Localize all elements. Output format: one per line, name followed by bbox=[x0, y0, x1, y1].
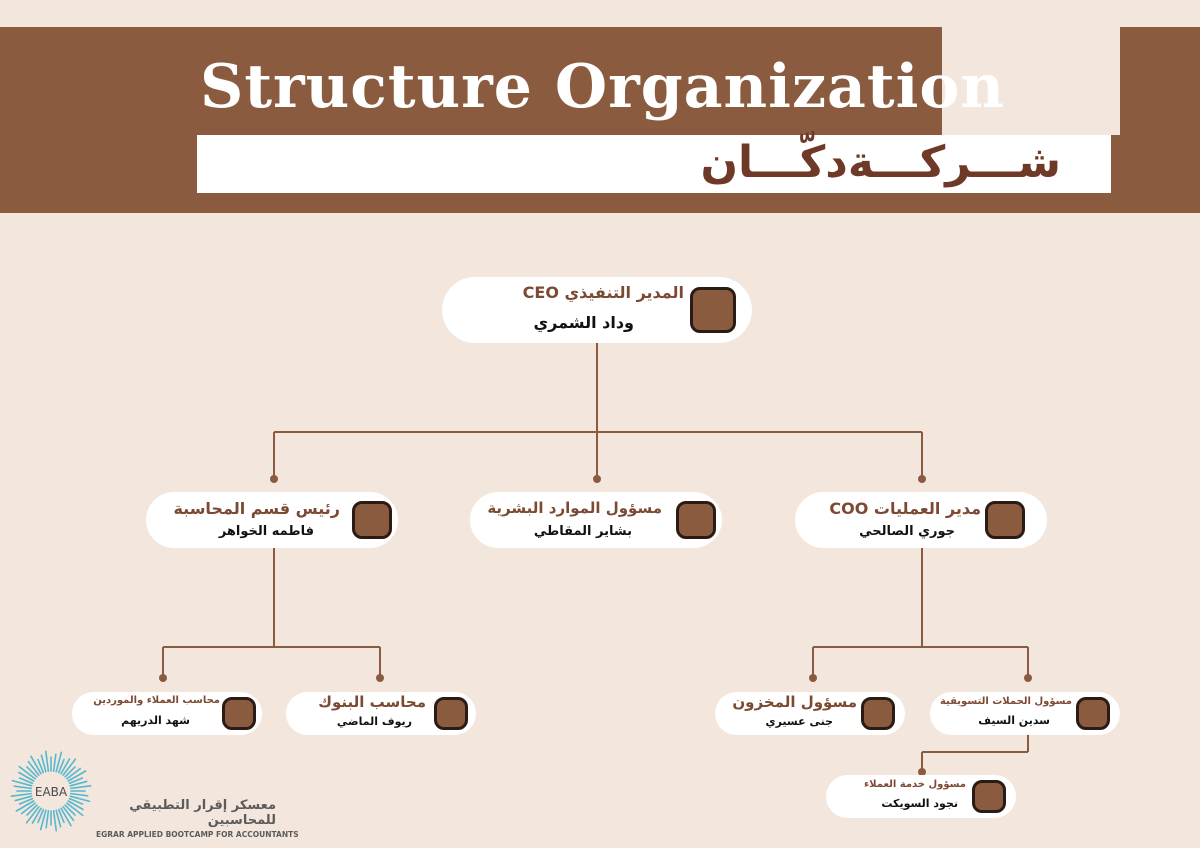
logo-ray bbox=[69, 780, 88, 787]
logo-ray bbox=[55, 751, 63, 773]
node-role: مسؤول الحملات التسويقية bbox=[939, 696, 1072, 707]
node-person-name: بشاير المقاطي bbox=[533, 524, 632, 539]
node-person-name: ريوف الماضي bbox=[336, 715, 412, 728]
org-node-coo[interactable]: مدير العمليات COO جوري الصالحي bbox=[795, 492, 1047, 548]
org-node-bank-accountant[interactable]: محاسب البنوك ريوف الماضي bbox=[286, 692, 476, 735]
logo-ray bbox=[26, 766, 38, 778]
node-person-name: جنى عسيري bbox=[765, 715, 834, 728]
avatar-placeholder bbox=[434, 697, 468, 730]
logo-ray bbox=[64, 766, 76, 778]
logo-ray bbox=[31, 807, 42, 824]
org-node-customers-accountant[interactable]: محاسب العملاء والموردين شهد الدريهم bbox=[72, 692, 262, 735]
connector-dot bbox=[918, 768, 926, 776]
avatar-placeholder bbox=[222, 697, 256, 730]
logo-ray bbox=[37, 758, 45, 774]
company-name: شـــركـــةدكّـــان bbox=[700, 137, 1061, 188]
org-node-accounting-head[interactable]: رئيس قسم المحاسبة فاطمه الخواهر bbox=[146, 492, 398, 548]
connector-dot bbox=[593, 475, 601, 483]
logo-ray bbox=[37, 808, 45, 824]
logo-english: EGRAR APPLIED BOOTCAMP FOR ACCOUNTANTS bbox=[96, 830, 299, 839]
page-title: Structure Organization bbox=[200, 52, 1006, 122]
connector-dot bbox=[159, 674, 167, 682]
connector-dot bbox=[270, 475, 278, 483]
logo-ray bbox=[68, 797, 84, 805]
node-person-name: جوري الصالحي bbox=[859, 524, 955, 539]
connector-dot bbox=[376, 674, 384, 682]
node-role: محاسب البنوك bbox=[318, 693, 426, 711]
node-role: مسؤول المخزون bbox=[732, 693, 857, 711]
avatar-placeholder bbox=[352, 501, 392, 539]
eaba-logo-mark: EABA bbox=[10, 750, 92, 832]
logo-ray bbox=[15, 800, 35, 812]
logo-ray bbox=[69, 795, 91, 803]
logo-ray bbox=[64, 804, 76, 816]
org-node-marketing[interactable]: مسؤول الحملات التسويقية سدين السيف bbox=[930, 692, 1120, 735]
org-node-hr[interactable]: مسؤول الموارد البشرية بشاير المقاطي bbox=[470, 492, 722, 548]
logo-ray bbox=[30, 755, 42, 775]
logo-ray bbox=[60, 758, 71, 775]
logo-ray bbox=[45, 810, 50, 829]
logo-text: معسكر إقرار التطبيقي للمحاسبين EGRAR APP… bbox=[96, 798, 299, 839]
avatar-placeholder bbox=[972, 780, 1006, 813]
node-role: مدير العمليات COO bbox=[829, 499, 981, 518]
header-notch bbox=[942, 27, 1120, 135]
logo-ray bbox=[20, 802, 36, 815]
logo-ray bbox=[44, 750, 50, 772]
logo-ray bbox=[26, 804, 38, 816]
avatar-placeholder bbox=[690, 287, 736, 333]
logo-ray bbox=[18, 797, 34, 805]
logo-ray bbox=[27, 760, 40, 776]
logo-ray bbox=[13, 785, 32, 790]
logo-ray bbox=[18, 777, 34, 785]
node-person-name: سدين السيف bbox=[978, 714, 1050, 727]
logo-ray bbox=[62, 806, 75, 822]
logo-ray bbox=[57, 808, 65, 824]
connector-dot bbox=[918, 475, 926, 483]
node-role: مسؤول خدمة العملاء bbox=[864, 779, 966, 790]
company-name-box: شـــركـــةدكّـــان bbox=[197, 135, 1111, 193]
logo-ray bbox=[67, 770, 87, 782]
logo-ray bbox=[66, 767, 82, 780]
logo-ray bbox=[60, 807, 72, 827]
logo-ray bbox=[52, 810, 58, 832]
logo-ray bbox=[40, 754, 47, 773]
logo-ray bbox=[39, 809, 47, 831]
logo-ray bbox=[70, 792, 89, 797]
avatar-placeholder bbox=[985, 501, 1025, 539]
logo-ray bbox=[25, 806, 40, 824]
org-node-ceo[interactable]: المدير التنفيذي CEO وداد الشمري bbox=[442, 277, 752, 343]
connector-dot bbox=[809, 674, 817, 682]
node-role: المدير التنفيذي CEO bbox=[522, 283, 684, 302]
avatar-placeholder bbox=[861, 697, 895, 730]
logo-ray bbox=[10, 792, 32, 798]
logo-mark-text: EABA bbox=[35, 785, 68, 799]
logo-ray bbox=[57, 758, 65, 774]
logo-ray bbox=[66, 802, 84, 817]
logo-ray bbox=[55, 809, 62, 828]
org-node-customer-service[interactable]: مسؤول خدمة العملاء نجود السويكت bbox=[826, 775, 1016, 818]
logo-ray bbox=[18, 765, 36, 780]
connector-dot bbox=[1024, 674, 1032, 682]
avatar-placeholder bbox=[1076, 697, 1110, 730]
logo-ray bbox=[67, 800, 84, 811]
node-person-name: شهد الدريهم bbox=[121, 714, 190, 727]
logo-ray bbox=[14, 795, 33, 802]
logo-ray bbox=[70, 784, 92, 790]
node-role: مسؤول الموارد البشرية bbox=[487, 499, 662, 517]
node-person-name: نجود السويكت bbox=[881, 797, 958, 810]
node-person-name: وداد الشمري bbox=[533, 313, 634, 332]
logo-ray bbox=[11, 779, 33, 787]
node-role: محاسب العملاء والموردين bbox=[93, 695, 220, 706]
logo-ray bbox=[18, 771, 35, 782]
avatar-placeholder bbox=[676, 501, 716, 539]
org-node-warehouse[interactable]: مسؤول المخزون جنى عسيري bbox=[715, 692, 905, 735]
node-role: رئيس قسم المحاسبة bbox=[173, 499, 340, 518]
logo-ray bbox=[52, 753, 57, 772]
logo-ray bbox=[68, 777, 84, 785]
logo-ray bbox=[62, 758, 77, 776]
logo-arabic: معسكر إقرار التطبيقي للمحاسبين bbox=[129, 798, 276, 828]
node-person-name: فاطمه الخواهر bbox=[218, 524, 314, 539]
